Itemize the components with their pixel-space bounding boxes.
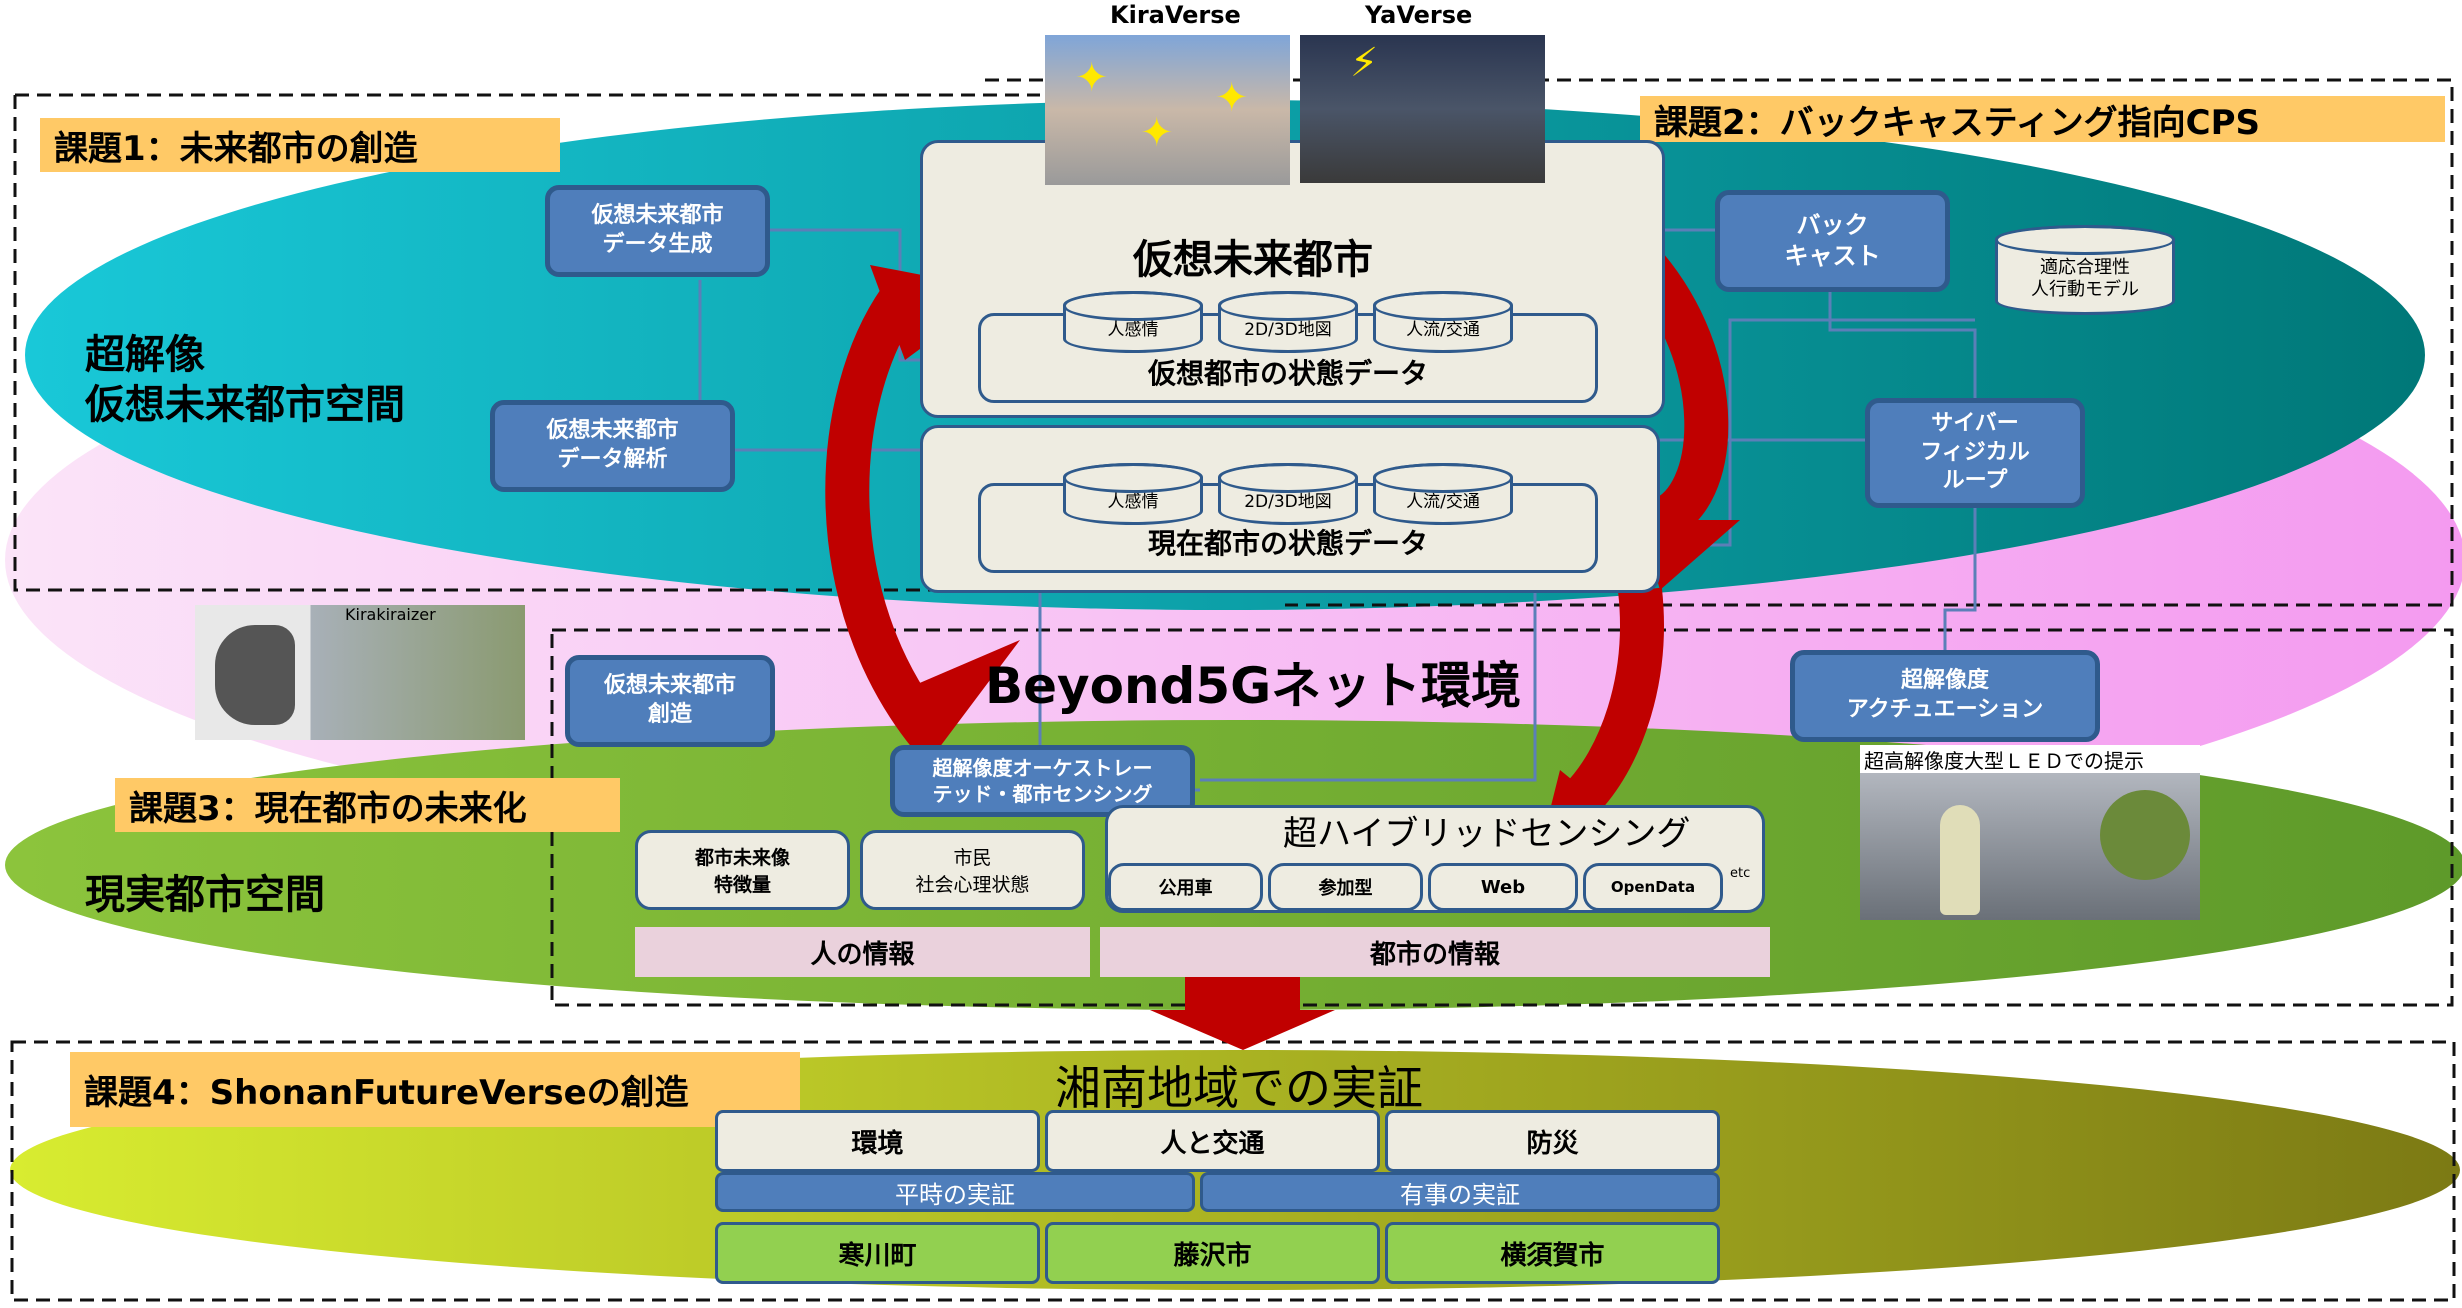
tree	[2100, 790, 2190, 880]
kiraverse-label: KiraVerse	[1110, 1, 1241, 29]
city-info-label: 都市の情報	[1100, 927, 1770, 977]
task3-region	[550, 628, 2454, 1007]
hybrid-sensing-title: 超ハイブリッドセンシング	[1283, 814, 1691, 854]
kirakiraizer-label: Kirakiraizer	[345, 605, 436, 624]
cycle-arrowhead	[1640, 520, 1740, 590]
sparkle-icon: ✦	[1215, 75, 1249, 121]
sensing-official-vehicle: 公用車	[1108, 863, 1263, 911]
virtual-space-label: 超解像 仮想未来都市空間	[85, 332, 405, 428]
led-caption: 超高解像度大型ＬＥＤでの提示	[1860, 745, 2200, 773]
theme-disaster: 防災	[1385, 1110, 1720, 1172]
task3-label: 課題3：現在都市の未来化	[115, 778, 620, 832]
normal-time-demo: 平時の実証	[715, 1172, 1195, 1212]
yaverse-image: ⚡	[1300, 35, 1545, 183]
virtual-city-title: 仮想未来都市	[1133, 237, 1373, 283]
db-emotion: 人感情	[1063, 291, 1203, 353]
headset-person	[215, 625, 295, 725]
orchestrated-sensing-box: 超解像度オーケストレー テッド・都市センシング	[890, 745, 1195, 817]
theme-environment: 環境	[715, 1110, 1040, 1172]
task2-label: 課題2：バックキャスティング指向CPS	[1640, 96, 2445, 143]
real-space-label: 現実都市空間	[85, 872, 325, 918]
db-traffic: 人流/交通	[1373, 291, 1513, 353]
lightning-icon: ⚡	[1350, 40, 1379, 86]
creation-box: 仮想未来都市 創造	[565, 655, 775, 747]
emergency-demo: 有事の実証	[1200, 1172, 1720, 1212]
sensing-opendata: OpenData	[1583, 863, 1723, 911]
hybrid-sensing-panel: 超ハイブリッドセンシング 公用車 参加型 Web OpenData etc	[1105, 805, 1765, 913]
kiraverse-image: ✦ ✦ ✦	[1045, 35, 1290, 185]
sparkle-icon: ✦	[1075, 55, 1109, 101]
city-fujisawa: 藤沢市	[1045, 1222, 1380, 1284]
cyber-physical-loop-box: サイバー フィジカル ループ	[1865, 398, 2085, 508]
yaverse-label: YaVerse	[1365, 1, 1473, 29]
data-analysis-box: 仮想未来都市 データ解析	[490, 400, 735, 492]
db-map: 2D/3D地図	[1218, 463, 1358, 525]
data-generation-box: 仮想未来都市 データ生成	[545, 185, 770, 277]
cycle-arrowhead	[880, 640, 1020, 760]
people-info-label: 人の情報	[635, 927, 1090, 977]
red-cycle-arrows	[825, 245, 1729, 816]
led-display-image: 超高解像度大型ＬＥＤでの提示	[1860, 745, 2200, 920]
task4-label: 課題4：ShonanFutureVerseの創造	[70, 1052, 800, 1127]
behavior-model-db: 適応合理性 人行動モデル	[1995, 225, 2175, 315]
sensing-participatory: 参加型	[1268, 863, 1423, 911]
city-yokosuka: 横須賀市	[1385, 1222, 1720, 1284]
sensing-etc: etc	[1730, 866, 1751, 881]
db-map: 2D/3D地図	[1218, 291, 1358, 353]
down-arrow-head	[1150, 1010, 1335, 1050]
db-emotion: 人感情	[1063, 463, 1203, 525]
mannequin	[1940, 805, 1980, 915]
task1-label: 課題1：未来都市の創造	[40, 118, 560, 172]
current-city-panel: 現在都市の状態データ 人感情 2D/3D地図 人流/交通	[920, 425, 1660, 593]
city-samukawa: 寒川町	[715, 1222, 1040, 1284]
down-arrow-shaft	[1185, 972, 1300, 1012]
db-traffic: 人流/交通	[1373, 463, 1513, 525]
shonan-title: 湘南地域での実証	[1055, 1061, 1423, 1115]
kirakiraizer-image: Kirakiraizer	[195, 605, 525, 740]
future-feature-box: 都市未来像 特徴量	[635, 830, 850, 910]
sparkle-icon: ✦	[1140, 110, 1174, 156]
sensing-web: Web	[1428, 863, 1578, 911]
virtual-future-city-panel: 仮想未来都市 仮想都市の状態データ 人感情 2D/3D地図 人流/交通	[920, 140, 1665, 418]
citizen-state-box: 市民 社会心理状態	[860, 830, 1085, 910]
actuation-box: 超解像度 アクチュエーション	[1790, 650, 2100, 742]
backcast-box: バック キャスト	[1715, 190, 1950, 292]
beyond5g-label: Beyond5Gネット環境	[985, 657, 1522, 715]
task2-region	[985, 78, 2454, 607]
theme-people-traffic: 人と交通	[1045, 1110, 1380, 1172]
